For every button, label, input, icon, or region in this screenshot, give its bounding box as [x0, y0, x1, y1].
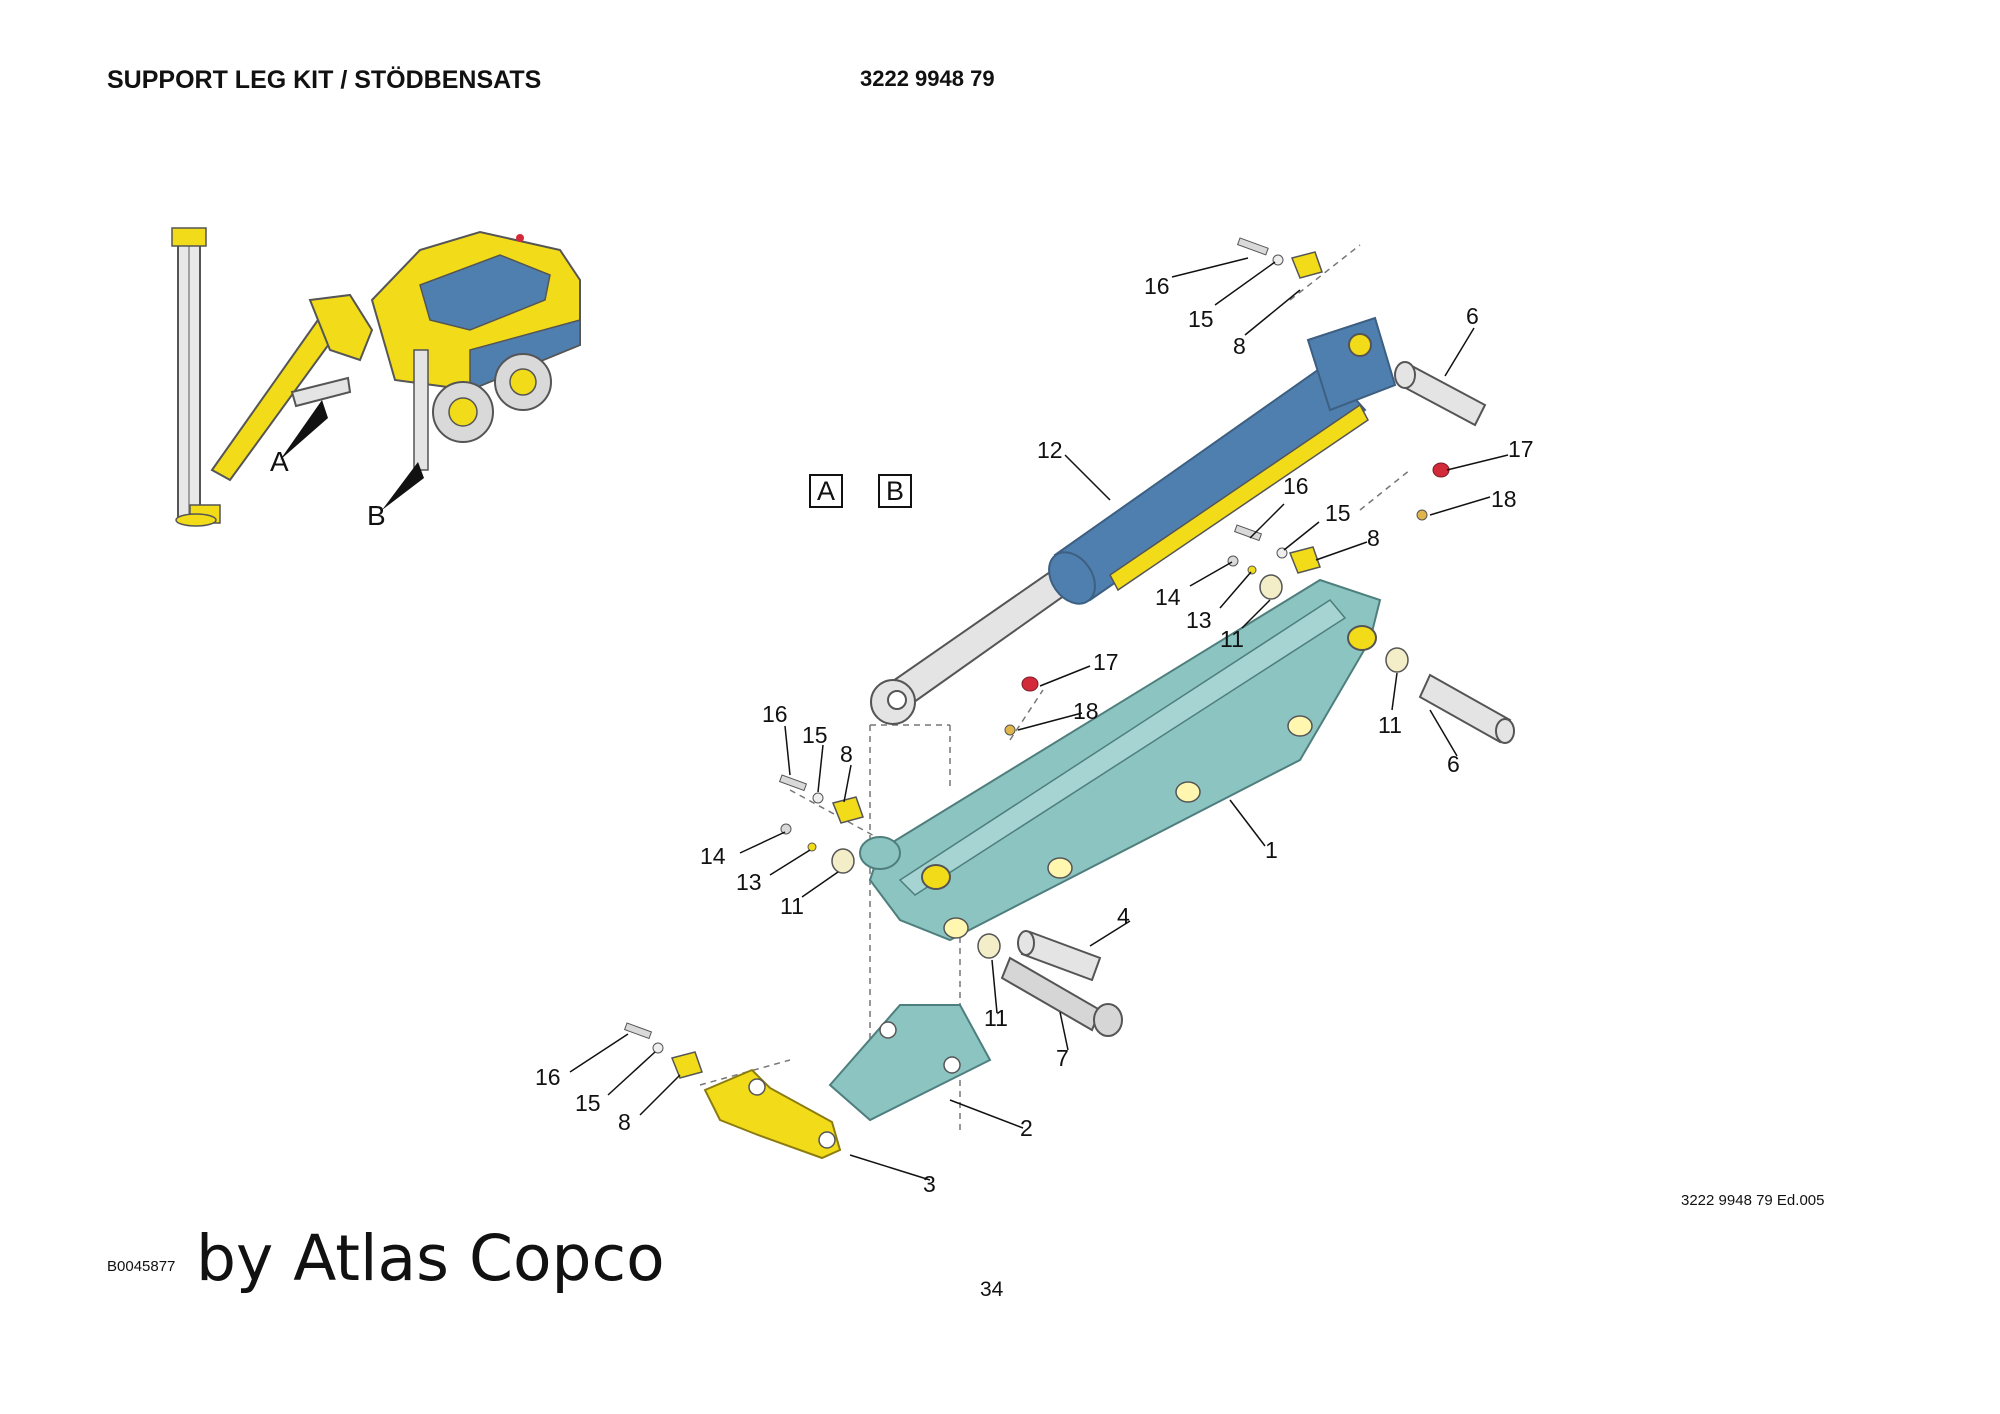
- callout-17-left: 17: [1093, 649, 1119, 675]
- callout-15-top: 15: [1188, 306, 1214, 332]
- view-box-b: B: [878, 474, 912, 508]
- callout-11-bottom: 11: [984, 1005, 1008, 1031]
- callout-16-bottom: 16: [535, 1064, 561, 1090]
- callout-7: 7: [1056, 1045, 1069, 1071]
- callout-2: 2: [1020, 1115, 1033, 1141]
- callout-15-bottom: 15: [575, 1090, 601, 1116]
- callout-11-mid: 11: [1220, 626, 1244, 652]
- callout-17-right: 17: [1508, 436, 1534, 462]
- callout-15-mid: 15: [1325, 500, 1351, 526]
- pin-4: [1017, 930, 1102, 982]
- leader-lines: [569, 257, 1509, 1181]
- drill-mast: [171, 227, 221, 527]
- pointer-b: [382, 462, 424, 510]
- callout-11-left: 11: [780, 893, 804, 919]
- callout-1: 1: [1265, 837, 1278, 863]
- callout-4: 4: [1117, 903, 1130, 929]
- callout-12: 12: [1037, 437, 1063, 463]
- callout-15-left: 15: [802, 722, 828, 748]
- hydraulic-cylinder: [870, 316, 1397, 725]
- carrier: [370, 230, 581, 471]
- callout-6-top: 6: [1466, 303, 1479, 329]
- callout-8-left: 8: [840, 741, 853, 767]
- hardware: [623, 237, 1450, 1079]
- callout-8-bottom: 8: [618, 1109, 631, 1135]
- pin-6-lower: [1418, 673, 1515, 744]
- callout-8-top: 8: [1233, 333, 1246, 359]
- edition-label: 3222 9948 79 Ed.005: [1681, 1192, 1825, 1209]
- brand-text: by Atlas Copco: [196, 1222, 665, 1295]
- page-number: 34: [980, 1278, 1004, 1301]
- pin-7: [1000, 956, 1123, 1037]
- callout-16-top: 16: [1144, 273, 1170, 299]
- support-arm: [859, 578, 1382, 942]
- pin-6-top: [1394, 361, 1487, 427]
- foot: [703, 1068, 842, 1160]
- callout-11-right: 11: [1378, 712, 1402, 738]
- foot-bracket: [828, 1004, 992, 1122]
- callout-6-lower: 6: [1447, 751, 1460, 777]
- callout-13-mid: 13: [1186, 607, 1212, 633]
- part-number: 3222 9948 79: [860, 66, 995, 91]
- view-box-a: A: [809, 474, 843, 508]
- callout-14-mid: 14: [1155, 584, 1181, 610]
- overview-label-a: A: [270, 446, 289, 477]
- boom: [210, 293, 374, 482]
- callout-14-left: 14: [700, 843, 726, 869]
- page-title: SUPPORT LEG KIT / STÖDBENSATS: [107, 66, 542, 94]
- callout-3: 3: [923, 1171, 936, 1197]
- callout-16-left: 16: [762, 701, 788, 727]
- image-id: B0045877: [107, 1258, 176, 1275]
- overview-label-b: B: [367, 500, 386, 531]
- pointer-a: [280, 400, 328, 460]
- callout-16-mid: 16: [1283, 473, 1309, 499]
- callout-18-left: 18: [1073, 698, 1099, 724]
- callout-18-right: 18: [1491, 486, 1517, 512]
- callout-8-mid: 8: [1367, 525, 1380, 551]
- callout-13-left: 13: [736, 869, 762, 895]
